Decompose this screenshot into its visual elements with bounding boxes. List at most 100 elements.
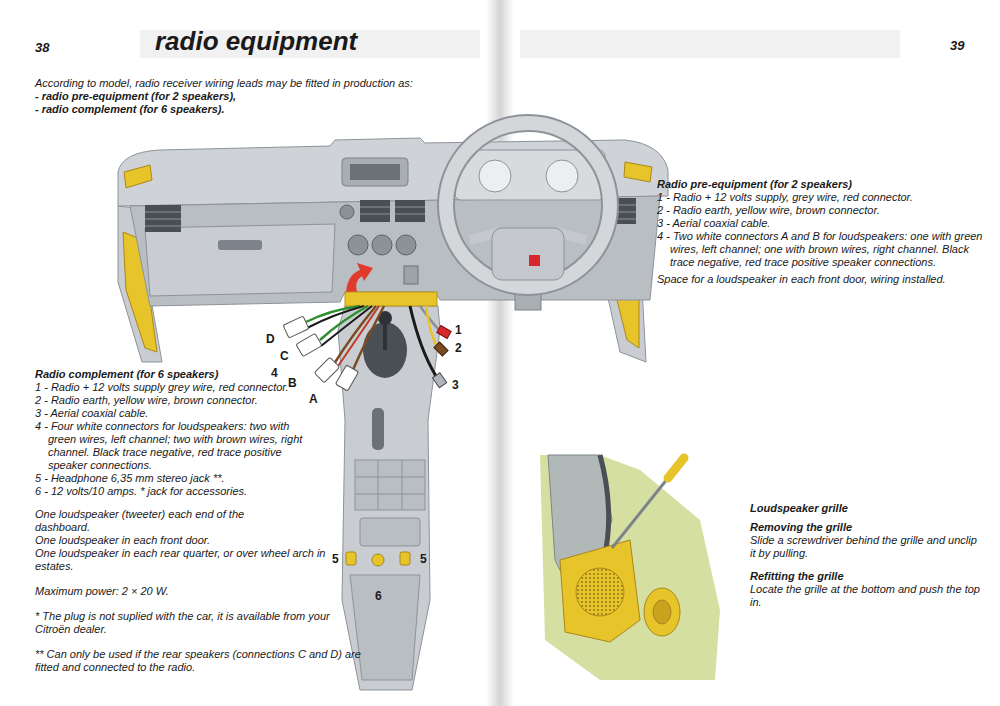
heading-text: Radio complement (for 6 speakers) [35,368,290,381]
speaker-connector-part [335,365,358,391]
speaker-connector [283,316,358,391]
supply-connector [432,326,451,388]
body-text: One loudspeaker (tweeter) each end of th… [35,508,290,534]
dashboard-part [145,212,181,226]
heading-text: Loudspeaker grille [750,502,982,515]
door-illustration-part [612,478,668,548]
centre-console [338,306,440,690]
dashboard-part [372,235,392,255]
door-illustration-part [653,600,671,624]
callout-letter: D [266,333,275,346]
dashboard-part [348,235,368,255]
wiring-loom-part [345,292,437,306]
grille-text: Loudspeaker grilleRemoving the grilleSli… [750,502,982,609]
steering-wheel-part [446,123,610,287]
instrument-cluster-part [479,160,511,192]
body-text: 5 - Headphone 6,35 mm stereo jack **. [35,472,303,485]
speaker-connector-part [283,316,309,338]
door-illustration [540,455,720,680]
instrument-cluster-part [546,160,578,192]
callout-number: 3 [452,379,459,392]
callout-number: 6 [375,590,382,603]
dashboard-part [340,205,354,219]
body-text: 3 - Aerial coaxial cable. [657,217,988,230]
jack-socket [346,552,410,566]
header-band-part [520,30,900,58]
heading-text: Radio pre-equipment (for 2 speakers) [657,178,975,191]
wiring-loom-part [410,306,436,376]
heading-text: - radio pre-equipment (for 2 speakers), [35,90,490,103]
callout-letter: B [288,377,297,390]
door-illustration-part [540,455,720,680]
heading-text: - radio complement (for 6 speakers). [35,103,490,116]
wiring-loom-part [320,306,368,340]
instrument-cluster [455,150,605,200]
body-text: 1 - Radio + 12 volts supply, grey wire, … [657,191,988,204]
speaker-connector-part [314,357,339,382]
page-spine-part [486,0,514,706]
body-text: One loudspeaker in each rear quarter, or… [35,547,345,573]
speaker-connector-part [296,333,322,356]
callout-number: 5 [420,553,427,566]
door-illustration-part [560,540,640,642]
dashboard-part [404,266,418,284]
centre-console-part [372,408,384,450]
body-text: 1 - Radio + 12 volts supply grey wire, r… [35,381,303,394]
instrument-cluster-part [455,150,605,200]
body-text: One loudspeaker in each front door. [35,534,290,547]
dashboard-part [145,205,181,232]
body-text: Locate the grille at the bottom and push… [750,583,982,609]
dashboard-part [624,162,652,182]
pre-equipment-text: Radio pre-equipment (for 2 speakers)1 - … [657,178,988,286]
wiring-loom-part [352,306,384,372]
dashboard-part [342,158,408,186]
body-text: Slide a screwdriver behind the grille an… [750,534,982,560]
wiring-loom-part [307,306,364,328]
dashboard-part [124,165,152,188]
body-text: * The plug is not suplied with the car, … [35,610,345,636]
jack-socket-part [346,552,356,565]
callout-number: 5 [332,553,339,566]
dashboard-part [218,240,262,250]
page-spine [486,0,514,706]
steering-wheel-part [446,123,610,287]
dashboard-part [360,200,390,222]
body-text: Maximum power: 2 × 20 W. [35,585,290,598]
steering-wheel-part [529,255,540,266]
door-illustration-part [668,458,684,478]
door-illustration-part [576,568,624,616]
page-number: 39 [950,38,964,53]
callout-number: 4 [271,367,278,380]
steering-wheel-part [492,228,564,280]
callout-number: 1 [455,324,462,337]
callout-letter: C [280,350,289,363]
jack-socket-part [372,554,384,566]
heading-text: Removing the grille [750,521,982,534]
supply-connector-part [434,342,448,356]
dashboard-part [395,200,425,222]
body-text: 2 - Radio earth, yellow wire, brown conn… [35,394,303,407]
centre-console-part [338,306,440,690]
centre-console-part [355,460,425,510]
door-illustration-part [644,588,680,636]
complement-text: Radio complement (for 6 speakers)1 - Rad… [35,368,365,674]
wiring-loom-part [306,306,360,322]
body-text: 4 - Two white connectors A and B for lou… [657,230,988,269]
centre-console-part [383,322,387,350]
body-text: 6 - 12 volts/10 amps. * jack for accesso… [35,485,303,498]
heading-text: Refitting the grille [750,570,982,583]
supply-connector-part [437,326,451,339]
page-title: radio equipment [155,26,357,56]
centre-console-part [363,322,407,378]
body-text: ** Can only be used if the rear speakers… [35,648,365,674]
supply-connector-part [432,373,446,388]
dashboard-part [130,196,660,306]
dashboard-part [350,164,400,180]
intro-text: According to model, radio receiver wirin… [35,77,490,116]
callout-number: 2 [455,342,462,355]
body-text: 3 - Aerial coaxial cable. [35,407,303,420]
centre-console-part [350,575,420,680]
door-illustration-part [600,455,609,560]
body-text: 4 - Four white connectors for loudspeake… [35,420,303,472]
centre-console-part [360,518,420,546]
